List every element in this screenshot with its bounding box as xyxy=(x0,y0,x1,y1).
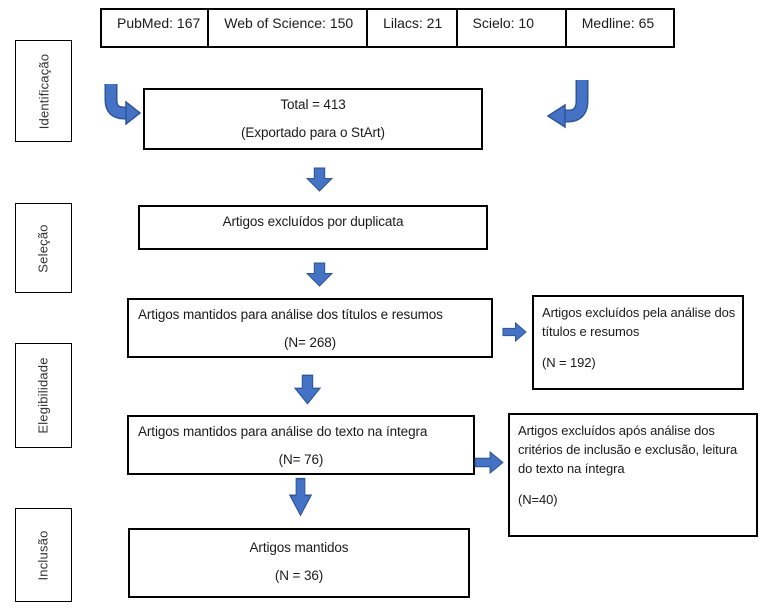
excluded-fulltext-line1: Artigos excluídos após análise dos crité… xyxy=(518,423,738,476)
stage-label-text: Elegibilidade xyxy=(36,357,52,434)
total-line1: Total = 413 xyxy=(280,97,346,112)
excluded-titles-line2: (N = 192) xyxy=(542,354,596,370)
down-arrow-icon xyxy=(289,477,312,517)
included-box: Artigos mantidos (N = 36) xyxy=(128,528,470,598)
stage-label-elegibilidade: Elegibilidade xyxy=(15,343,72,448)
source-cell-medline: Medline: 65 xyxy=(581,15,655,31)
excluded-fulltext-line2: (N=40) xyxy=(518,491,558,507)
titles-screening-box: Artigos mantidos para análise dos título… xyxy=(127,298,493,358)
included-line1: Artigos mantidos xyxy=(249,540,349,555)
right-arrow-icon xyxy=(474,451,504,474)
down-arrow-icon xyxy=(294,374,321,405)
stage-label-text: Seleção xyxy=(35,223,51,273)
stage-label-selecao: Seleção xyxy=(15,203,72,293)
fulltext-line2: (N= 76) xyxy=(278,452,324,467)
source-cell-web-of-science: Web of Science: 150 xyxy=(209,10,369,46)
fulltext-line1: Artigos mantidos para análise do texto n… xyxy=(138,424,428,439)
duplicates-line1: Artigos excluídos por duplicata xyxy=(222,214,404,229)
included-line2: (N = 36) xyxy=(274,568,324,583)
excluded-titles-line1: Artigos excluídos pela análise dos títul… xyxy=(542,305,736,339)
sources-table: PubMed: 167 Web of Science: 150 Lilacs: … xyxy=(100,8,675,48)
source-cell-scielo: Scielo: 10 xyxy=(458,10,567,46)
stage-label-identificacao: Identificação xyxy=(15,40,72,142)
curved-down-left-arrow-icon xyxy=(546,80,589,129)
duplicates-excluded-box: Artigos excluídos por duplicata xyxy=(138,205,488,250)
excluded-titles-box: Artigos excluídos pela análise dos títul… xyxy=(532,295,744,390)
stage-label-text: Inclusão xyxy=(36,529,51,581)
titles-line1: Artigos mantidos para análise dos título… xyxy=(138,307,443,322)
titles-line2: (N= 268) xyxy=(283,335,337,350)
source-cell-lilacs: Lilacs: 21 xyxy=(368,10,458,46)
source-cell-pubmed: PubMed: 167 xyxy=(102,10,210,46)
down-arrow-icon xyxy=(306,167,333,192)
total-box: Total = 413 (Exportado para o StArt) xyxy=(143,88,483,150)
down-arrow-icon xyxy=(306,262,333,287)
right-arrow-icon xyxy=(502,322,527,342)
fulltext-screening-box: Artigos mantidos para análise do texto n… xyxy=(127,415,475,475)
stage-label-text: Identificação xyxy=(36,53,51,129)
total-line2: (Exportado para o StArt) xyxy=(241,125,385,140)
curved-down-right-arrow-icon xyxy=(104,84,141,125)
excluded-fulltext-box: Artigos excluídos após análise dos crité… xyxy=(508,413,758,537)
stage-label-inclusao: Inclusão xyxy=(15,508,72,602)
